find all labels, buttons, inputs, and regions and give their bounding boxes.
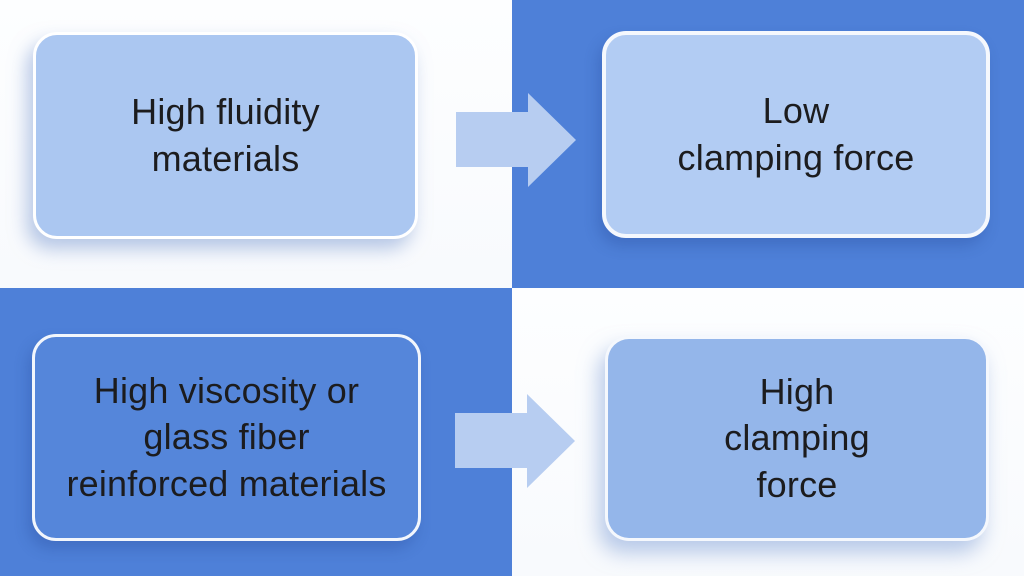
arrow-right-icon <box>455 394 575 488</box>
node-high-fluidity-materials: High fluidity materials <box>33 32 418 239</box>
node-label: High viscosity or glass fiber reinforced… <box>66 370 387 504</box>
node-label: High fluidity materials <box>131 91 320 179</box>
arrow-right-icon <box>456 93 576 187</box>
node-label: Low clamping force <box>677 90 915 178</box>
node-high-viscosity-materials: High viscosity or glass fiber reinforced… <box>32 334 421 541</box>
node-high-clamping-force: High clamping force <box>605 336 989 541</box>
node-low-clamping-force: Low clamping force <box>602 31 990 238</box>
node-label: High clamping force <box>724 371 870 505</box>
